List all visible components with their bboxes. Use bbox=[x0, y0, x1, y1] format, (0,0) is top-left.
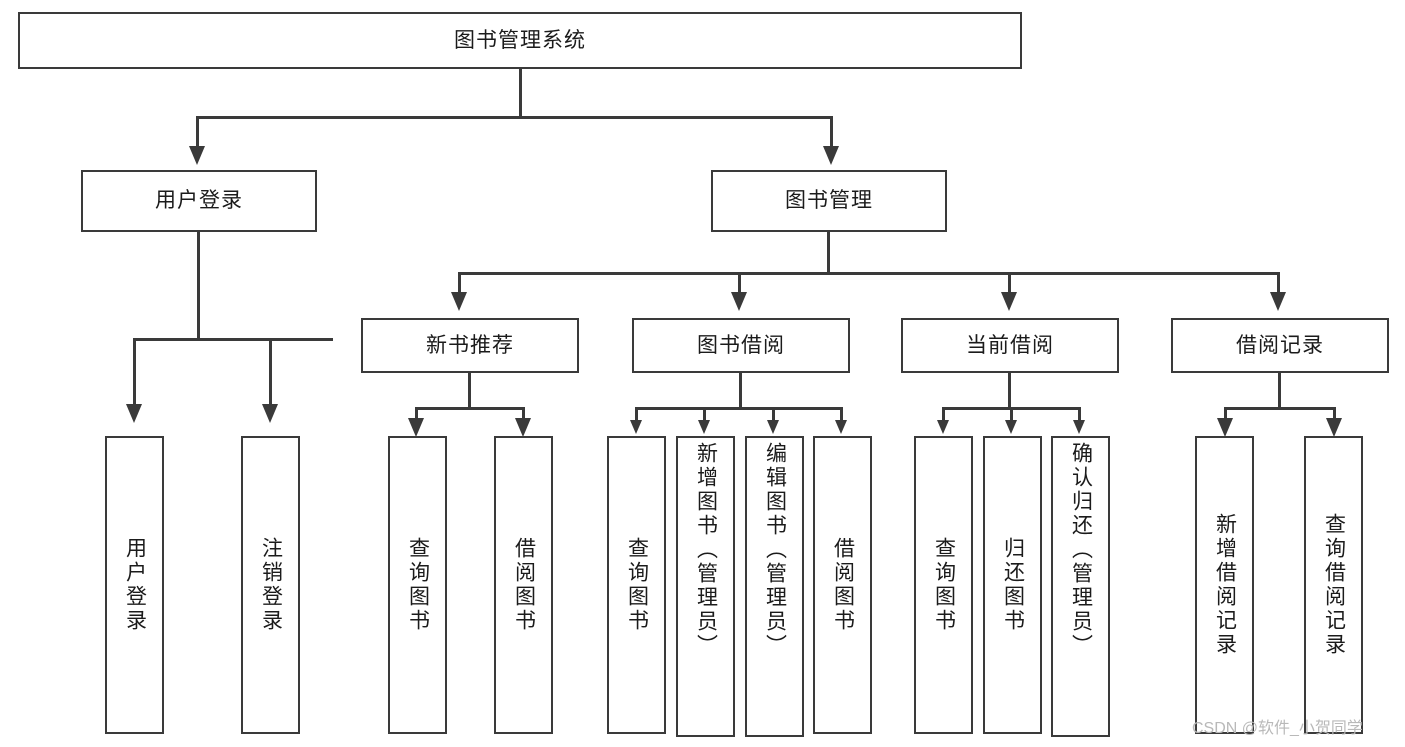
arrow-bm-to-new-book bbox=[451, 292, 467, 311]
arrow-cb-to-leaf-2 bbox=[1005, 420, 1017, 434]
node-current-borrow[interactable]: 当前借阅 bbox=[901, 318, 1119, 373]
edge-user-login-to-leaf-2 bbox=[269, 338, 272, 406]
leaf-user-login-login[interactable]: 用户登录 bbox=[105, 436, 164, 734]
leaf-book-borrow-add[interactable]: 新增图书（管理员） bbox=[676, 436, 735, 737]
leaf-new-book-query[interactable]: 查询图书 bbox=[388, 436, 447, 734]
node-label: 用户登录 bbox=[155, 189, 243, 213]
edge-bb-to-leaf-1 bbox=[635, 407, 638, 421]
edge-bb-to-leaf-4 bbox=[840, 407, 843, 421]
edge-nbr-to-leaf-1 bbox=[415, 407, 418, 421]
node-borrow-record[interactable]: 借阅记录 bbox=[1171, 318, 1389, 373]
leaf-current-borrow-confirm-return[interactable]: 确认归还（管理员） bbox=[1051, 436, 1110, 737]
edge-br-to-leaf-2 bbox=[1333, 407, 1336, 421]
arrow-br-to-leaf-2 bbox=[1326, 418, 1342, 437]
edge-cb-to-leaf-1 bbox=[942, 407, 945, 421]
edge-bm-to-book-borrow bbox=[738, 272, 741, 294]
edge-bb-to-leaf-2 bbox=[703, 407, 706, 421]
arrow-nbr-to-leaf-2 bbox=[515, 418, 531, 437]
node-label: 查询图书 bbox=[406, 537, 430, 633]
node-label: 借阅图书 bbox=[512, 537, 536, 633]
edge-book-management-bus bbox=[458, 272, 1280, 275]
edge-bb-to-leaf-3 bbox=[772, 407, 775, 421]
node-book-borrow[interactable]: 图书借阅 bbox=[632, 318, 850, 373]
arrow-bm-to-borrow-record bbox=[1270, 292, 1286, 311]
node-label: 归还图书 bbox=[1001, 537, 1025, 633]
leaf-current-borrow-query[interactable]: 查询图书 bbox=[914, 436, 973, 734]
edge-br-stem bbox=[1278, 373, 1281, 409]
edge-cb-stem bbox=[1008, 373, 1011, 409]
leaf-current-borrow-return[interactable]: 归还图书 bbox=[983, 436, 1042, 734]
arrow-user-login-to-leaf-2 bbox=[262, 404, 278, 423]
arrow-cb-to-leaf-1 bbox=[937, 420, 949, 434]
edge-root-stem bbox=[519, 69, 522, 118]
leaf-book-borrow-edit[interactable]: 编辑图书（管理员） bbox=[745, 436, 804, 737]
edge-bm-to-current-borrow bbox=[1008, 272, 1011, 294]
node-label: 确认归还（管理员） bbox=[1069, 442, 1093, 658]
node-user-login[interactable]: 用户登录 bbox=[81, 170, 317, 232]
arrow-cb-to-leaf-3 bbox=[1073, 420, 1085, 434]
leaf-borrow-record-add[interactable]: 新增借阅记录 bbox=[1195, 436, 1254, 734]
edge-br-bus bbox=[1224, 407, 1336, 410]
edge-cb-to-leaf-2 bbox=[1010, 407, 1013, 421]
leaf-borrow-record-query[interactable]: 查询借阅记录 bbox=[1304, 436, 1363, 734]
node-label: 新增图书（管理员） bbox=[694, 442, 718, 658]
arrow-bb-to-leaf-2 bbox=[698, 420, 710, 434]
arrow-root-to-book-manage bbox=[823, 146, 839, 165]
arrow-bm-to-current-borrow bbox=[1001, 292, 1017, 311]
node-label: 用户登录 bbox=[123, 537, 147, 633]
node-label: 注销登录 bbox=[259, 537, 283, 633]
edge-book-management-stem bbox=[827, 232, 830, 274]
node-label: 图书管理系统 bbox=[454, 28, 586, 52]
node-label: 图书借阅 bbox=[697, 333, 785, 357]
arrow-root-to-user-login bbox=[189, 146, 205, 165]
leaf-user-login-logout[interactable]: 注销登录 bbox=[241, 436, 300, 734]
edge-nbr-stem bbox=[468, 373, 471, 409]
node-label: 编辑图书（管理员） bbox=[763, 442, 787, 658]
node-label: 查询图书 bbox=[932, 537, 956, 633]
edge-user-login-to-leaf-1 bbox=[133, 338, 136, 406]
edge-bb-stem bbox=[739, 373, 742, 409]
edge-user-login-stem bbox=[197, 232, 200, 340]
leaf-book-borrow-query[interactable]: 查询图书 bbox=[607, 436, 666, 734]
node-label: 借阅图书 bbox=[831, 537, 855, 633]
node-label: 新增借阅记录 bbox=[1213, 513, 1237, 657]
arrow-nbr-to-leaf-1 bbox=[408, 418, 424, 437]
edge-root-to-user-login bbox=[196, 116, 199, 147]
arrow-br-to-leaf-1 bbox=[1217, 418, 1233, 437]
edge-bm-to-borrow-record bbox=[1277, 272, 1280, 294]
node-root-library-system[interactable]: 图书管理系统 bbox=[18, 12, 1022, 69]
leaf-book-borrow-borrow[interactable]: 借阅图书 bbox=[813, 436, 872, 734]
arrow-bb-to-leaf-1 bbox=[630, 420, 642, 434]
edge-br-to-leaf-1 bbox=[1224, 407, 1227, 421]
node-label: 当前借阅 bbox=[966, 333, 1054, 357]
node-label: 图书管理 bbox=[785, 189, 873, 213]
arrow-bm-to-book-borrow bbox=[731, 292, 747, 311]
arrow-bb-to-leaf-4 bbox=[835, 420, 847, 434]
edge-root-bus bbox=[196, 116, 833, 119]
edge-user-login-bus bbox=[133, 338, 333, 341]
node-label: 新书推荐 bbox=[426, 333, 514, 357]
arrow-user-login-to-leaf-1 bbox=[126, 404, 142, 423]
node-new-book-recommend[interactable]: 新书推荐 bbox=[361, 318, 579, 373]
node-label: 查询图书 bbox=[625, 537, 649, 633]
edge-nbr-to-leaf-2 bbox=[522, 407, 525, 421]
leaf-new-book-borrow[interactable]: 借阅图书 bbox=[494, 436, 553, 734]
node-label: 借阅记录 bbox=[1236, 333, 1324, 357]
edge-root-to-book-manage bbox=[830, 116, 833, 147]
node-label: 查询借阅记录 bbox=[1322, 513, 1346, 657]
edge-bm-to-new-book bbox=[458, 272, 461, 294]
csdn-watermark: CSDN @软件_小贺同学 bbox=[1192, 720, 1363, 737]
edge-nbr-bus bbox=[415, 407, 525, 410]
edge-bb-bus bbox=[635, 407, 843, 410]
node-book-management[interactable]: 图书管理 bbox=[711, 170, 947, 232]
edge-cb-to-leaf-3 bbox=[1078, 407, 1081, 421]
arrow-bb-to-leaf-3 bbox=[767, 420, 779, 434]
